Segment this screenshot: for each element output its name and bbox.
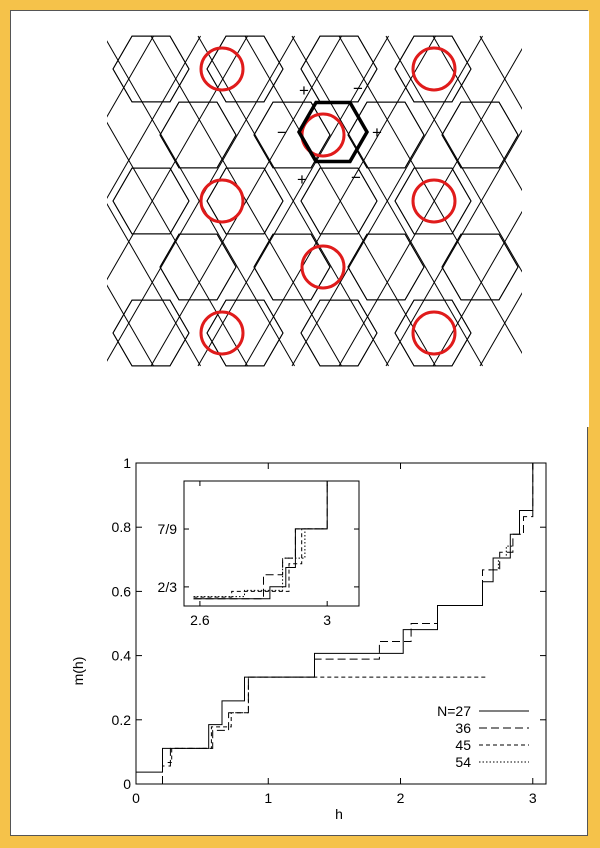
- main-series-line: [489, 545, 515, 571]
- lattice-mask: [11, 11, 589, 33]
- red-circle: [300, 244, 346, 290]
- lattice-hexagon: [253, 233, 331, 301]
- legend-label: 54: [455, 754, 471, 770]
- red-circle: [411, 310, 457, 356]
- kagome-lattice: + − − + + −: [11, 11, 589, 427]
- legend-label: 36: [455, 720, 471, 736]
- x-tick-label: 0: [132, 790, 140, 806]
- lattice-hexagon: [300, 299, 378, 367]
- inset-y-tick-label: 7/9: [158, 521, 178, 537]
- lattice-hexagon: [159, 233, 237, 301]
- x-tick-label: 1: [264, 790, 272, 806]
- sign-label: +: [297, 170, 307, 189]
- y-tick-label: 0.2: [112, 712, 132, 728]
- lattice-hexagon: [112, 167, 190, 235]
- lattice-hexagon: [300, 35, 378, 103]
- sign-label: −: [277, 123, 287, 142]
- y-tick-label: 0.4: [112, 648, 132, 664]
- lattice-hexagon: [206, 167, 284, 235]
- sign-label: −: [353, 79, 363, 98]
- lattice-hexagon: [441, 101, 519, 169]
- figure-canvas: + − − + + − 0 1 2 3 0 0.2 0.4 0.6 0.8 1 h m(h) N=27364554…: [11, 11, 589, 822]
- lattice-hexagon: [253, 101, 331, 169]
- inset-y-tick-label: 2/3: [158, 579, 178, 595]
- lattice-diagonal: [291, 35, 483, 367]
- lattice-hexagon: [112, 167, 190, 235]
- y-tick-label: 1: [123, 455, 131, 471]
- lattice-diagonal: [338, 35, 530, 367]
- y-axis-label: m(h): [70, 657, 86, 686]
- lattice-hexagon: [394, 299, 472, 367]
- red-circle: [411, 46, 457, 92]
- main-series-line: [162, 462, 546, 784]
- legend-label: 45: [455, 737, 471, 753]
- lattice-hexagon: [112, 299, 190, 367]
- lattice-hexagon: [206, 299, 284, 367]
- lattice-diagonal: [150, 35, 342, 367]
- red-circle: [199, 310, 245, 356]
- y-tick-label: 0: [123, 776, 131, 792]
- inset-series-line: [193, 528, 328, 598]
- main-series-line: [167, 676, 488, 763]
- lattice-diagonal: [103, 35, 295, 367]
- lattice-hexagon: [206, 299, 284, 367]
- red-circle: [199, 46, 245, 92]
- lattice-hexagon: [394, 167, 472, 235]
- lattice-hexagon: [112, 35, 190, 103]
- lattice-hexagon: [441, 233, 519, 301]
- lattice-hexagon: [206, 35, 284, 103]
- lattice-hexagon: [112, 35, 190, 103]
- lattice-hexagon: [206, 167, 284, 235]
- y-tick-label: 0.6: [112, 583, 132, 599]
- x-tick-label: 2: [397, 790, 405, 806]
- lattice-hexagon: [112, 299, 190, 367]
- x-tick-label: 3: [529, 790, 537, 806]
- lattice-mask: [11, 11, 107, 411]
- lattice-hexagon: [394, 35, 472, 103]
- lattice-diagonal: [197, 35, 389, 367]
- inset-frame: [183, 480, 360, 607]
- red-circle: [199, 178, 245, 224]
- lattice-hexagon: [206, 35, 284, 103]
- inset-x-tick-label: 2.6: [190, 612, 210, 628]
- lattice-diagonal: [244, 35, 436, 367]
- lattice-hexagon: [159, 101, 237, 169]
- sign-label: +: [299, 81, 309, 100]
- lattice-mask: [11, 367, 589, 427]
- lattice-hexagon: [347, 101, 425, 169]
- lattice-hexagon: [300, 167, 378, 235]
- lattice-hexagon: [347, 233, 425, 301]
- x-axis-label: h: [335, 806, 343, 822]
- lattice-hexagon: [394, 299, 472, 367]
- red-circle: [411, 178, 457, 224]
- inset-x-tick-label: 3: [323, 612, 331, 628]
- y-tick-label: 0.8: [112, 519, 132, 535]
- lattice-hexagon: [300, 299, 378, 367]
- sign-label: +: [372, 123, 382, 142]
- lattice-hexagon: [300, 167, 378, 235]
- highlighted-hexagon: [296, 100, 370, 164]
- lattice-hexagon: [300, 35, 378, 103]
- sign-label: −: [351, 168, 361, 187]
- lattice-hexagon: [394, 167, 472, 235]
- lattice-mask: [522, 11, 589, 411]
- legend-label: N=27: [437, 703, 471, 719]
- lattice-hexagon: [394, 35, 472, 103]
- plot-frame: [135, 462, 547, 785]
